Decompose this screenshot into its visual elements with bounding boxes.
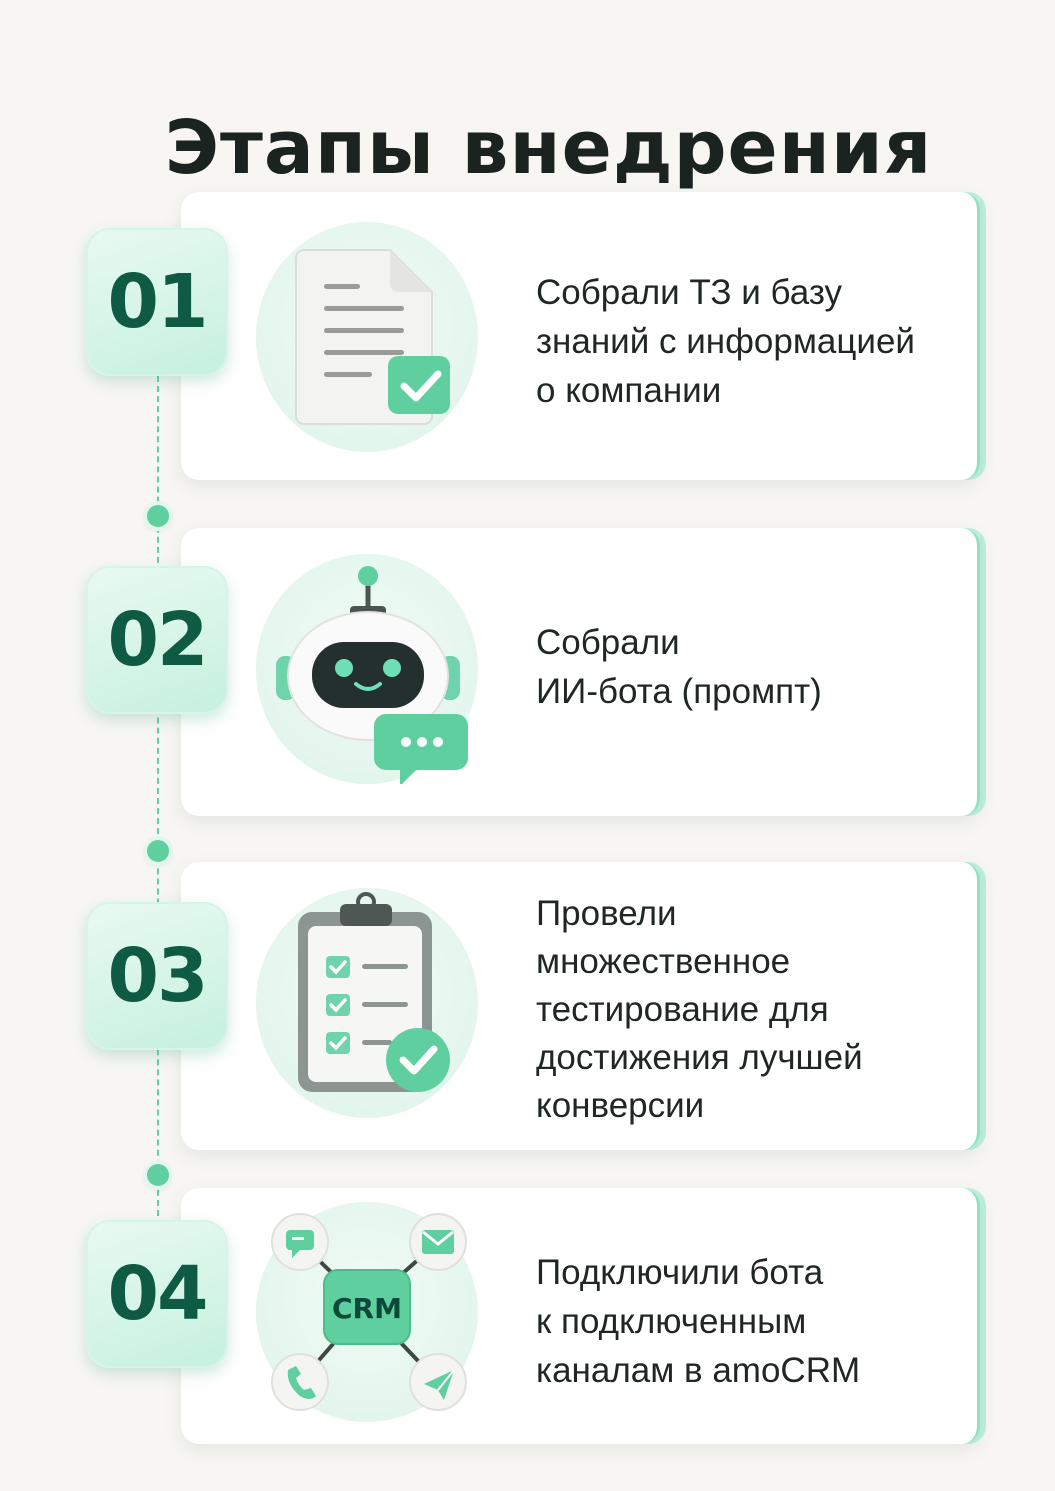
step-number-badge: 04 — [86, 1220, 228, 1368]
step-card-3: 03 Провели множественное тестирование дл… — [0, 862, 1055, 1152]
page-title: Этапы внедрения — [164, 104, 933, 191]
step-card-1: 01 Собрали ТЗ и базу знаний с информацие… — [0, 192, 1055, 482]
step-description: Провели множественное тестирование для д… — [536, 894, 863, 1125]
crm-label: CRM — [332, 1292, 402, 1325]
timeline-dot — [147, 1164, 169, 1186]
step-description: Собрали ИИ-бота (промпт) — [536, 623, 822, 711]
timeline-line — [157, 376, 159, 1216]
timeline-dot — [147, 505, 169, 527]
step-card-4: 04 CRM Подключили бота к подключенным ка… — [0, 1188, 1055, 1478]
step-card-2: 02 Собрали ИИ-бота (промпт) — [0, 528, 1055, 818]
step-number-badge: 02 — [86, 566, 228, 714]
clipboard-checklist-icon — [256, 888, 478, 1118]
step-description: Собрали ТЗ и базу знаний с информацией о… — [536, 273, 915, 410]
step-description: Подключили бота к подключенным каналам в… — [536, 1253, 861, 1390]
robot-chat-icon — [256, 554, 478, 784]
step-number-badge: 01 — [86, 228, 228, 376]
document-check-icon — [256, 222, 478, 452]
step-number-badge: 03 — [86, 902, 228, 1050]
crm-network-icon: CRM — [256, 1202, 478, 1422]
timeline-dot — [147, 840, 169, 862]
